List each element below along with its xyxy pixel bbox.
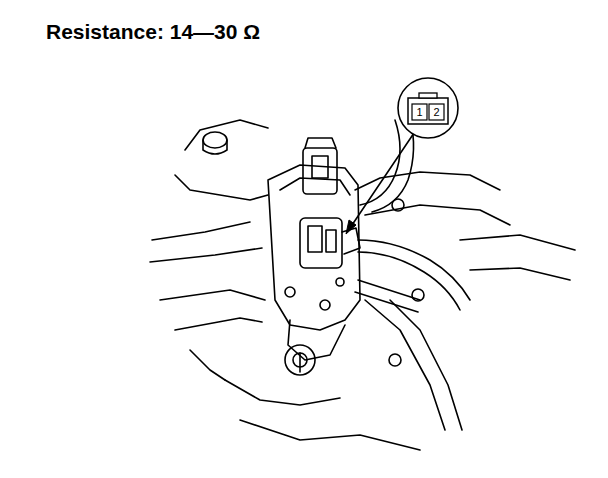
arrowhead xyxy=(346,220,356,234)
pin-number: 1 xyxy=(416,107,422,118)
callout-circle xyxy=(398,78,458,138)
connector-face xyxy=(408,98,448,124)
pin-cavity xyxy=(412,104,427,120)
spec-heading: Resistance: 14—30 Ω xyxy=(46,21,260,42)
pin-number: 2 xyxy=(433,107,439,118)
pin-cavity xyxy=(429,104,444,120)
connector-latch xyxy=(419,93,437,98)
